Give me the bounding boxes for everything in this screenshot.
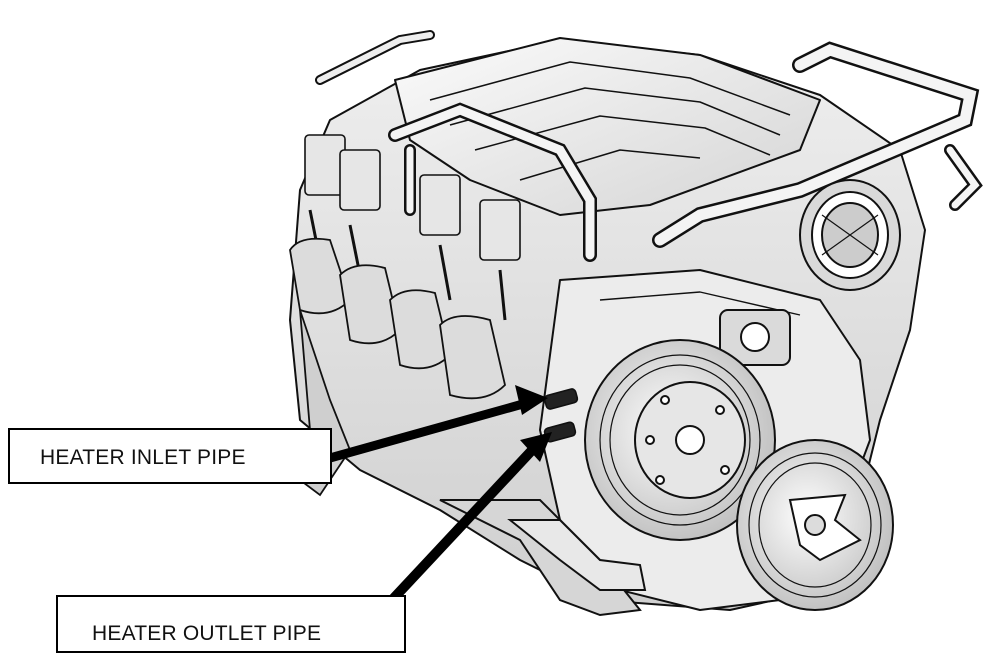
- vent-tubes: [315, 30, 983, 262]
- exhaust-manifold: [289, 237, 506, 497]
- crankshaft-balancer: [736, 439, 894, 611]
- throttle-body: [799, 179, 901, 291]
- outlet-arrow: [388, 432, 552, 604]
- inlet-arrow: [328, 385, 548, 463]
- heater-outlet-label: HEATER OUTLET PIPE: [92, 622, 322, 645]
- oil-pan: [439, 499, 647, 617]
- heater-inlet-label: HEATER INLET PIPE: [40, 446, 246, 469]
- heater-inlet-callout: HEATER INLET PIPE: [8, 428, 332, 484]
- heater-outlet-callout: HEATER OUTLET PIPE: [56, 595, 406, 653]
- ignition-coils: [304, 134, 521, 321]
- intake-manifold: [394, 37, 821, 216]
- water-pump-pulley: [584, 339, 776, 541]
- heater-pipe-stubs: [543, 388, 579, 443]
